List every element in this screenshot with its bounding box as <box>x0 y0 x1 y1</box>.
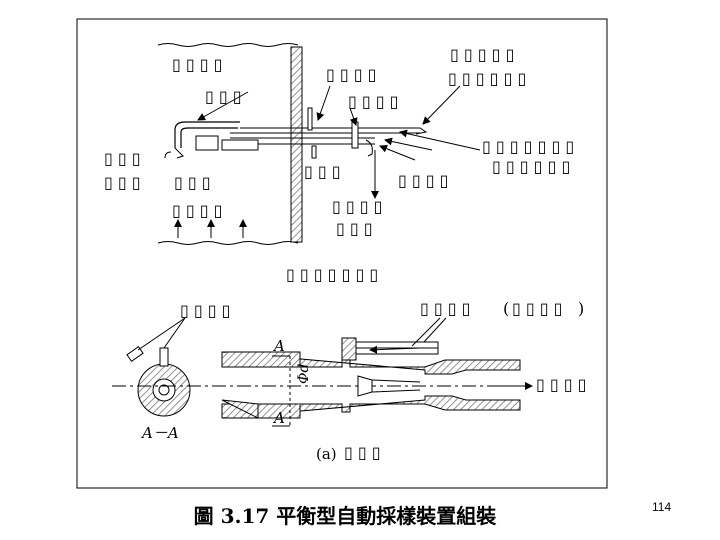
svg-text:▯ ▯ ▯ ▯: ▯ ▯ ▯ ▯ <box>332 197 382 216</box>
top-leader-1 <box>411 317 441 347</box>
svg-text:▯ ▯ ▯: ▯ ▯ ▯ <box>336 219 373 238</box>
inlet-elbow <box>164 147 184 159</box>
sampling-probe-inner <box>180 127 238 148</box>
throat <box>357 375 373 397</box>
top-drawing: ▯ ▯ ▯ ▯ ▯ ▯ ▯ ▯ ▯ ▯ ▯ ▯ ▯ ▯ ▯ ▯ ▯ ▯ ▯ ▯ … <box>104 43 574 284</box>
svg-text:▯ ▯ ▯ ▯ ▯ ▯: ▯ ▯ ▯ ▯ ▯ ▯ <box>492 157 570 176</box>
duct-bottom-edge <box>157 241 299 245</box>
svg-text:▯ ▯ ▯ ▯: ▯ ▯ ▯ ▯ <box>172 201 222 220</box>
connector-block <box>221 139 259 151</box>
leader-7 <box>399 129 481 151</box>
support-post <box>307 107 313 131</box>
svg-text:▯ ▯ ▯ ▯ ▯: ▯ ▯ ▯ ▯ ▯ <box>450 45 514 64</box>
page-number: 114 <box>652 500 672 514</box>
svg-text:▯ ▯ ▯: ▯ ▯ ▯ <box>104 173 141 192</box>
nozzle-body-bottom <box>221 395 521 419</box>
sampling-probe-outer <box>174 121 240 148</box>
top-leader-2 <box>423 317 447 343</box>
svg-text:▯ ▯ ▯: ▯ ▯ ▯ <box>304 162 341 181</box>
section-stem <box>159 347 169 367</box>
glyph-labels-bottom: ▯ ▯ ▯ ▯ ▯ ▯ ▯ ▯ ▯ ▯ ▯ ▯ ▯ ▯ ▯ ▯ ▯ ▯ ▯ <box>180 299 586 462</box>
bottom-drawing: ▯ ▯ ▯ ▯ ▯ ▯ ▯ ▯ ▯ ▯ ▯ ▯ ▯ ▯ ▯ ▯ ▯ ▯ ▯ <box>112 299 586 462</box>
svg-text:▯ ▯ ▯ ▯: ▯ ▯ ▯ ▯ <box>398 171 448 190</box>
throat-lines <box>371 379 421 393</box>
svg-text:▯ ▯ ▯ ▯: ▯ ▯ ▯ ▯ <box>172 55 222 74</box>
section-side-port <box>126 346 144 362</box>
filter-holder <box>195 135 219 151</box>
leader-4 <box>422 85 461 125</box>
svg-text:▯ ▯ ▯ ▯ ▯ ▯ ▯: ▯ ▯ ▯ ▯ ▯ ▯ ▯ <box>482 137 574 156</box>
section-leader-1 <box>163 317 186 349</box>
svg-text:▯ ▯ ▯ ▯: ▯ ▯ ▯ ▯ <box>420 299 470 318</box>
leader-6 <box>379 144 416 161</box>
support-post-lower <box>311 145 317 159</box>
leader-3 <box>349 107 358 126</box>
leader-2 <box>316 85 331 121</box>
duct-top-edge <box>157 43 299 47</box>
svg-text:▯ ▯ ▯: ▯ ▯ ▯ <box>174 173 211 192</box>
figure-caption: 圖 3.17 平衡型自動採樣裝置組裝 <box>193 504 497 528</box>
clamp-ring <box>351 121 359 149</box>
svg-text:▯ ▯ ▯ ▯ ▯ ▯: ▯ ▯ ▯ ▯ ▯ ▯ <box>448 69 526 88</box>
svg-text:▯ ▯ ▯ ▯: ▯ ▯ ▯ ▯ <box>348 92 398 111</box>
top-tube-arrow <box>369 345 421 354</box>
svg-text:▯ ▯ ▯ ▯: ▯ ▯ ▯ ▯ <box>512 299 562 318</box>
svg-text:▯ ▯ ▯ ▯: ▯ ▯ ▯ ▯ <box>536 375 586 394</box>
svg-text:▯ ▯ ▯ ▯ ▯ ▯ ▯: ▯ ▯ ▯ ▯ ▯ ▯ ▯ <box>286 265 378 284</box>
glyph-labels-top: ▯ ▯ ▯ ▯ ▯ ▯ ▯ ▯ ▯ ▯ ▯ ▯ ▯ ▯ ▯ ▯ ▯ ▯ ▯ ▯ … <box>104 45 574 284</box>
nozzle-wall-bottom <box>222 404 301 419</box>
svg-text:▯ ▯ ▯: ▯ ▯ ▯ <box>344 443 381 462</box>
top-tube-block <box>341 337 357 361</box>
leader-5 <box>384 137 433 151</box>
nozzle-body-top <box>221 351 521 375</box>
leader-1 <box>197 91 249 121</box>
svg-text:▯ ▯ ▯ ▯: ▯ ▯ ▯ ▯ <box>180 301 230 320</box>
section-circle-core <box>158 384 170 396</box>
section-leader-2 <box>137 317 186 351</box>
probe-end <box>410 127 428 135</box>
figure-frame <box>76 18 608 489</box>
svg-text:▯ ▯ ▯: ▯ ▯ ▯ <box>104 149 141 168</box>
nozzle-tip <box>365 139 373 157</box>
svg-text:▯ ▯ ▯: ▯ ▯ ▯ <box>205 87 242 106</box>
svg-text:▯ ▯ ▯ ▯: ▯ ▯ ▯ ▯ <box>326 65 376 84</box>
inlet-taper <box>221 399 259 419</box>
